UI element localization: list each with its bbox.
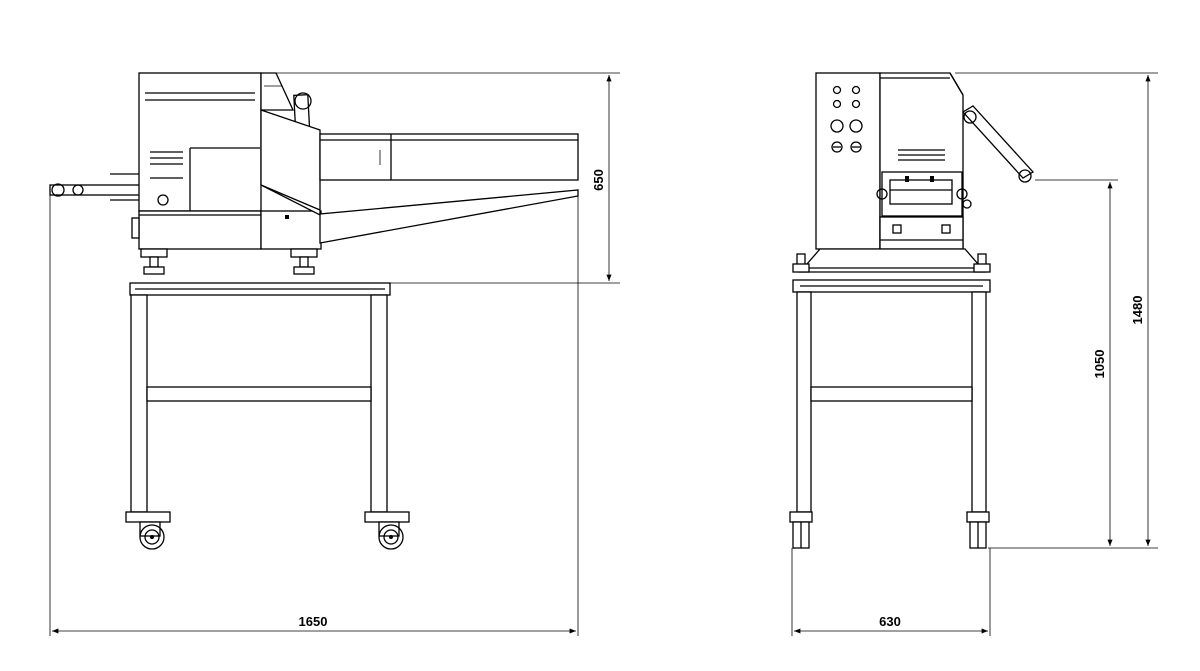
dim-1650-label: 1650 xyxy=(299,614,328,629)
side-base xyxy=(792,248,991,273)
dim-1050-label: 1050 xyxy=(1092,350,1107,379)
front-stand xyxy=(129,282,391,513)
front-leveling-feet xyxy=(140,248,318,275)
side-housing xyxy=(876,72,1035,250)
front-infeed-arm xyxy=(49,173,141,201)
dim-1480-label: 1480 xyxy=(1130,296,1145,325)
front-casters xyxy=(125,511,410,550)
side-casters xyxy=(789,511,990,549)
dim-650-label: 650 xyxy=(591,169,606,191)
knob-icon xyxy=(830,119,844,133)
side-view: 1050 1480 630 xyxy=(789,72,1158,636)
indicator-light-icon xyxy=(832,85,842,95)
front-outfeed-conveyor xyxy=(319,133,579,244)
side-dimensions: 1050 1480 630 xyxy=(791,72,1158,636)
side-control-panel xyxy=(815,72,881,250)
front-roller-assembly xyxy=(260,92,321,217)
switch-icon xyxy=(831,141,843,153)
dim-630-label: 630 xyxy=(879,614,901,629)
front-dimensions: 650 1650 xyxy=(49,72,620,636)
side-stand xyxy=(792,279,991,513)
front-view: 650 1650 xyxy=(49,72,620,636)
front-machine-body xyxy=(131,72,322,250)
